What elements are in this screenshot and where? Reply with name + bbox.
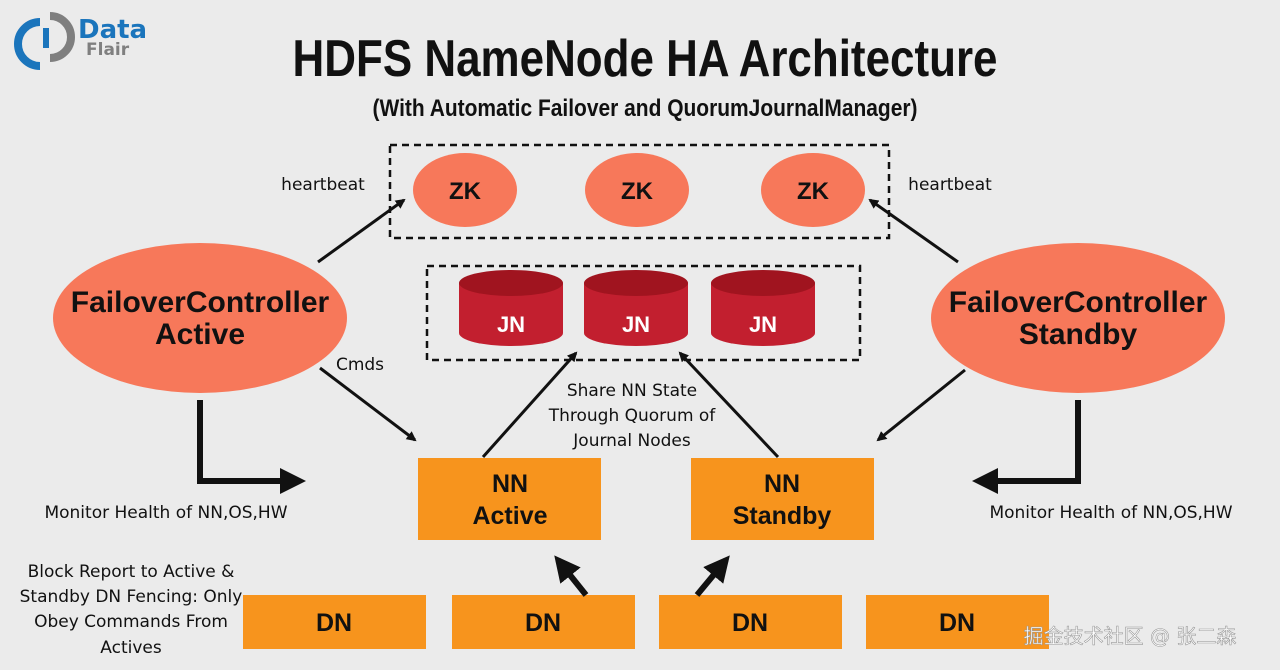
monitor-arrow-right <box>972 400 1081 494</box>
svg-text:FailoverController: FailoverController <box>949 286 1208 319</box>
dn-to-nn-active-arrow <box>554 555 589 597</box>
svg-text:DN: DN <box>939 609 975 637</box>
namenode-active: NN Active <box>418 458 601 540</box>
page-title: HDFS NameNode HA Architecture <box>293 30 998 88</box>
svg-text:Block Report to Active &: Block Report to Active & <box>28 562 235 582</box>
svg-text:Active: Active <box>472 502 547 530</box>
monitor-health-label-left: Monitor Health of NN,OS,HW <box>44 503 287 523</box>
zookeeper-ensemble <box>388 143 891 240</box>
cmds-label: Cmds <box>336 355 384 375</box>
svg-text:JN: JN <box>622 312 650 337</box>
svg-text:Standby: Standby <box>733 502 832 530</box>
heartbeat-arrow-left <box>317 198 406 264</box>
nn-active-to-jn-arrow <box>481 351 578 458</box>
zk-node: ZK <box>761 153 865 227</box>
svg-text:FailoverController: FailoverController <box>71 286 330 319</box>
svg-text:Data: Data <box>78 15 147 45</box>
heartbeat-arrow-right <box>868 198 959 264</box>
cmds-arrow-right <box>876 368 966 442</box>
journal-node: JN <box>711 270 815 346</box>
journal-node: JN <box>459 270 563 346</box>
journal-node: JN <box>584 270 688 346</box>
svg-text:JN: JN <box>749 312 777 337</box>
svg-text:Standby DN Fencing: Only: Standby DN Fencing: Only <box>20 587 243 607</box>
watermark: 掘金技术社区 @ 张二森 <box>1024 624 1237 648</box>
svg-text:DN: DN <box>525 609 561 637</box>
svg-text:Through Quorum of: Through Quorum of <box>548 406 717 426</box>
namenode-standby: NN Standby <box>691 458 874 540</box>
failover-controller-standby: FailoverController Standby <box>931 243 1225 393</box>
svg-text:JN: JN <box>497 312 525 337</box>
dn-to-nn-standby-arrow <box>694 555 730 597</box>
monitor-health-label-right: Monitor Health of NN,OS,HW <box>989 503 1232 523</box>
svg-text:Obey Commands From: Obey Commands From <box>34 612 228 632</box>
svg-text:ZK: ZK <box>621 178 654 205</box>
share-state-label: Share NN State Through Quorum of Journal… <box>548 381 717 451</box>
svg-text:Actives: Actives <box>100 638 162 658</box>
zk-node: ZK <box>585 153 689 227</box>
svg-text:ZK: ZK <box>449 178 482 205</box>
datanode: DN <box>452 595 635 649</box>
datanode: DN <box>243 595 426 649</box>
heartbeat-label-right: heartbeat <box>908 175 992 195</box>
svg-text:DN: DN <box>316 609 352 637</box>
svg-text:Share NN State: Share NN State <box>567 381 697 401</box>
datanode: DN <box>659 595 842 649</box>
zk-node: ZK <box>413 153 517 227</box>
svg-text:NN: NN <box>492 470 528 498</box>
page-subtitle: (With Automatic Failover and QuorumJourn… <box>373 95 918 122</box>
heartbeat-label-left: heartbeat <box>281 175 365 195</box>
failover-controller-active: FailoverController Active <box>53 243 347 393</box>
dataflair-logo: Data Flair <box>14 12 147 70</box>
svg-text:Active: Active <box>155 318 245 351</box>
svg-text:Standby: Standby <box>1019 318 1138 351</box>
svg-text:NN: NN <box>764 470 800 498</box>
svg-text:Flair: Flair <box>86 40 130 60</box>
svg-text:Journal Nodes: Journal Nodes <box>572 431 691 451</box>
nn-standby-to-jn-arrow <box>678 351 780 459</box>
cmds-arrow-left <box>319 366 417 442</box>
monitor-arrow-left <box>197 400 306 494</box>
svg-text:DN: DN <box>732 609 768 637</box>
journal-node-quorum <box>425 264 862 362</box>
block-report-label: Block Report to Active & Standby DN Fenc… <box>20 562 243 658</box>
datanode: DN <box>866 595 1049 649</box>
svg-text:ZK: ZK <box>797 178 830 205</box>
